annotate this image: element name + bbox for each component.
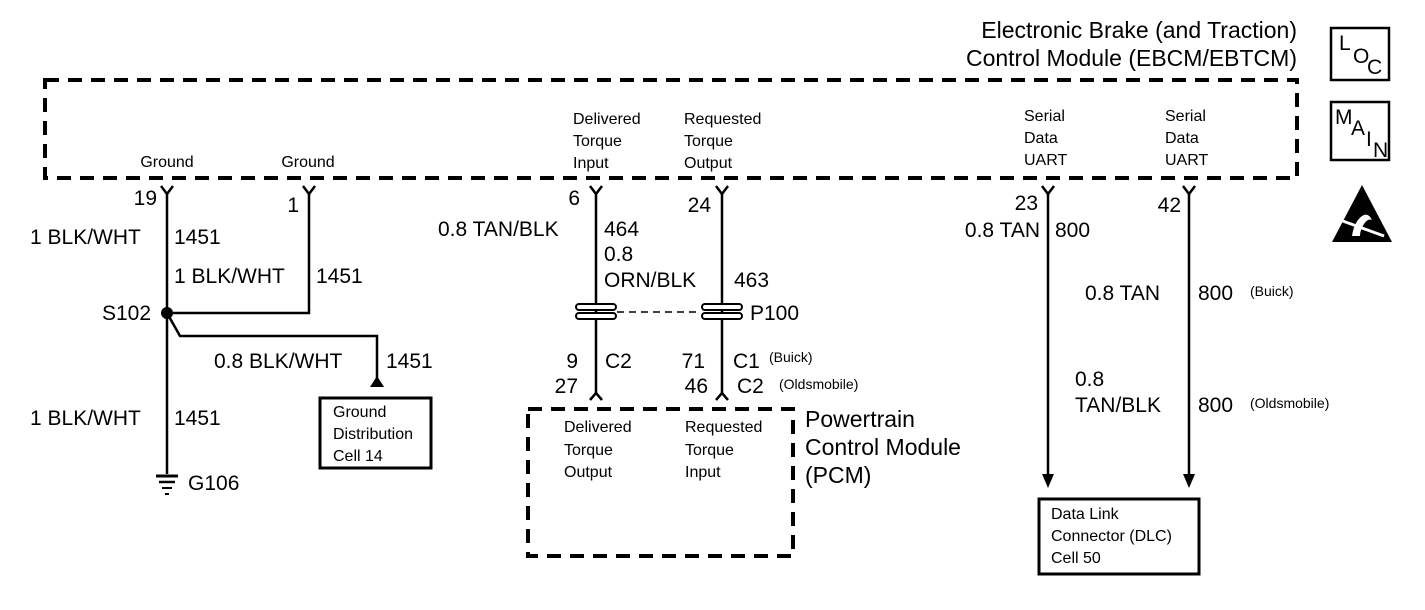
loc-letter-c: C <box>1367 56 1382 79</box>
connector-p100 <box>575 303 743 320</box>
pcm-requested-l2: Torque <box>685 442 734 459</box>
dlc-arrow-right <box>1183 474 1195 488</box>
wire-800c-color1: 0.8 <box>1075 368 1104 391</box>
wire-800c-circuit: 800 <box>1198 394 1233 417</box>
conn-pin-9: 9 <box>566 350 578 373</box>
dlc-l2: Connector (DLC) <box>1051 528 1172 545</box>
pin-23: 23 <box>1015 192 1038 215</box>
conn-pin-27: 27 <box>555 375 578 398</box>
wire-800c-note: (Oldsmobile) <box>1250 395 1329 411</box>
conn-pin-46: 46 <box>685 375 708 398</box>
wire-800a-color: 0.8 TAN <box>965 219 1040 242</box>
wire-19-circuit: 1451 <box>174 226 221 249</box>
ground-g106-label: G106 <box>188 472 239 495</box>
ground-dist-l3: Cell 14 <box>333 448 383 465</box>
ground-19-label: Ground <box>140 154 193 171</box>
delivered-torque-input-l2: Torque <box>573 133 622 150</box>
pcm-terminal-requested <box>715 391 729 401</box>
wire-463-color1: 0.8 <box>604 243 633 266</box>
delivered-torque-input-l3: Input <box>573 155 609 172</box>
dlc-arrow-left <box>1042 474 1054 488</box>
conn-c2-note: (Oldsmobile) <box>779 376 858 392</box>
conn-c2-left: C2 <box>605 350 632 373</box>
wire-g106-color: 1 BLK/WHT <box>30 407 141 430</box>
pcm-title-l3: (PCM) <box>805 462 871 488</box>
wire-1-color: 1 BLK/WHT <box>174 265 285 288</box>
serial-42-l3: UART <box>1165 152 1208 169</box>
pin-1: 1 <box>287 194 299 217</box>
ebcm-title-line2: Control Module (EBCM/EBTCM) <box>966 45 1297 71</box>
wire-463-circuit: 463 <box>734 269 769 292</box>
wire-800b-color: 0.8 TAN <box>1085 282 1160 305</box>
terminal-connectors <box>160 185 1196 197</box>
ground-1-label: Ground <box>281 154 334 171</box>
main-letter-m: M <box>1335 106 1353 129</box>
serial-23-l2: Data <box>1024 130 1058 147</box>
pin-42: 42 <box>1158 194 1181 217</box>
wire-gd-color: 0.8 BLK/WHT <box>214 350 343 373</box>
pin-19: 19 <box>134 187 157 210</box>
conn-c1-note: (Buick) <box>769 349 813 365</box>
ground-g106-icon <box>156 474 178 495</box>
wire-gd-circuit: 1451 <box>386 350 433 373</box>
wire-800c-color2: TAN/BLK <box>1075 394 1161 417</box>
wire-1451-pin1 <box>167 194 311 315</box>
pcm-requested-l3: Input <box>685 464 721 481</box>
pcm-delivered-l3: Output <box>564 464 613 481</box>
wire-464-color: 0.8 TAN/BLK <box>438 218 559 241</box>
pcm-title-l2: Control Module <box>805 434 961 460</box>
conn-c1-right: C1 <box>733 350 760 373</box>
pin-24: 24 <box>688 194 712 217</box>
main-schematic-icon[interactable]: M A I N <box>1329 100 1391 162</box>
wire-800a-circuit: 800 <box>1055 219 1090 242</box>
wire-19-color: 1 BLK/WHT <box>30 226 141 249</box>
pin-6: 6 <box>568 187 580 210</box>
pcm-terminal-delivered <box>589 391 603 401</box>
wire-800b-circuit: 800 <box>1198 282 1233 305</box>
main-letter-a: A <box>1351 117 1365 140</box>
splice-s102-label: S102 <box>102 302 151 325</box>
loc-letter-o: O <box>1353 45 1369 68</box>
ground-dist-arrow <box>370 376 384 387</box>
conn-c2-right: C2 <box>737 375 764 398</box>
ebcm-module-box <box>43 78 1299 180</box>
requested-torque-output-l1: Requested <box>684 111 761 128</box>
dlc-l3: Cell 50 <box>1051 550 1101 567</box>
pcm-delivered-l2: Torque <box>564 442 613 459</box>
serial-23-l3: UART <box>1024 152 1067 169</box>
ground-dist-l2: Distribution <box>333 426 413 443</box>
serial-23-l1: Serial <box>1024 108 1065 125</box>
wire-800b-note: (Buick) <box>1250 283 1294 299</box>
esd-warning-icon <box>1332 185 1392 242</box>
conn-pin-71: 71 <box>682 350 705 373</box>
splice-s102-dot <box>161 307 173 319</box>
connector-p100-label: P100 <box>750 302 799 325</box>
pcm-delivered-l1: Delivered <box>564 419 632 436</box>
requested-torque-output-l3: Output <box>684 155 733 172</box>
wire-g106-circuit: 1451 <box>174 407 221 430</box>
dlc-l1: Data Link <box>1051 506 1120 523</box>
serial-42-l1: Serial <box>1165 108 1206 125</box>
wire-463-color2: ORN/BLK <box>604 269 696 292</box>
requested-torque-output-l2: Torque <box>684 133 733 150</box>
loc-letter-l: L <box>1339 32 1351 55</box>
location-icon[interactable]: L O C <box>1329 26 1391 82</box>
pcm-title-l1: Powertrain <box>805 406 915 432</box>
main-letter-i: I <box>1366 128 1372 151</box>
dlc-box[interactable] <box>1037 497 1201 576</box>
ground-dist-l1: Ground <box>333 404 386 421</box>
pcm-requested-l1: Requested <box>685 419 762 436</box>
serial-42-l2: Data <box>1165 130 1199 147</box>
main-letter-n: N <box>1373 139 1388 162</box>
delivered-torque-input-l1: Delivered <box>573 111 641 128</box>
ebcm-title-line1: Electronic Brake (and Traction) <box>981 17 1297 43</box>
wire-1451-ground-dist <box>165 312 379 378</box>
wire-1-circuit: 1451 <box>316 265 363 288</box>
ground-distribution-box[interactable] <box>318 396 433 470</box>
wire-464-circuit: 464 <box>604 218 639 241</box>
